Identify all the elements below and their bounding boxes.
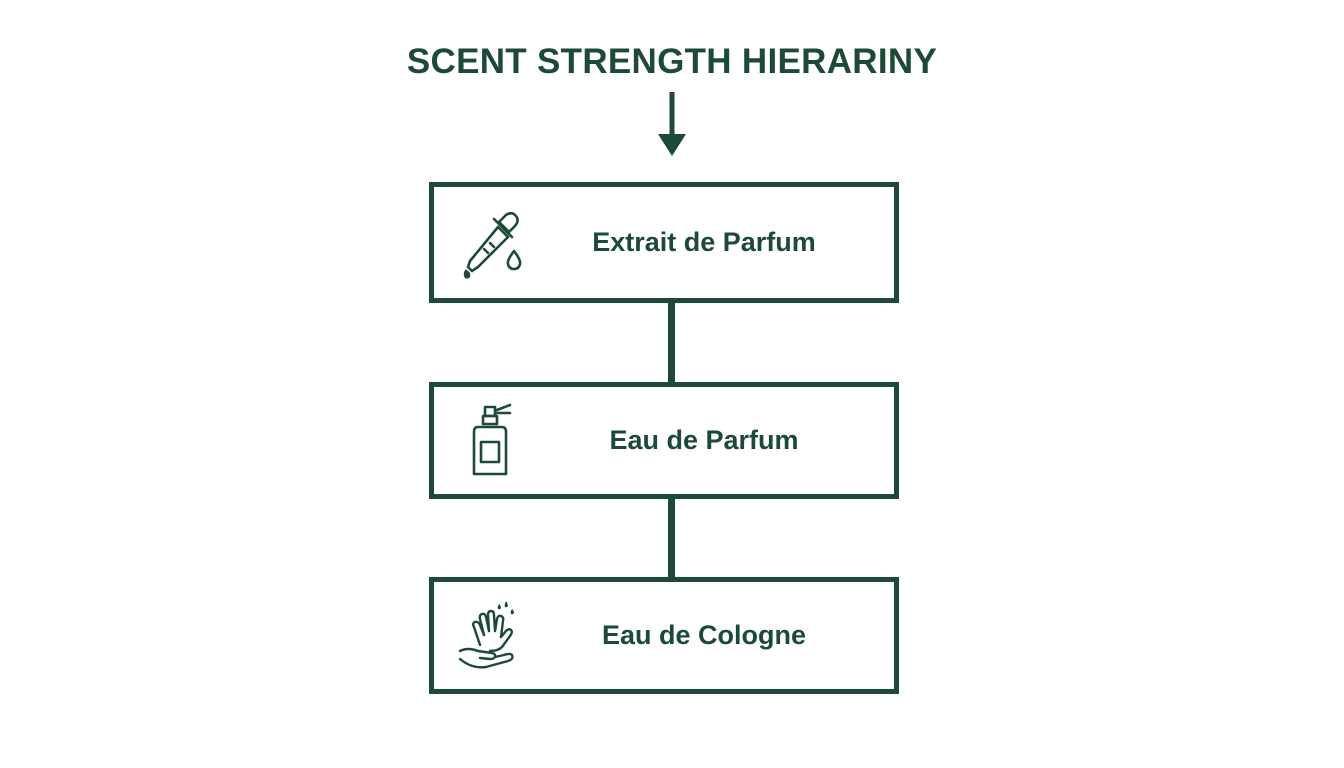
dropper-icon (463, 211, 522, 279)
level-label: Eau de Cologne (601, 620, 807, 650)
spray-bottle-icon (472, 403, 512, 476)
level-box-eau-de-parfum: Eau de Parfum (429, 382, 899, 499)
connector-line (668, 495, 675, 581)
level-label: Eau de Parfum (609, 425, 799, 455)
hand-splash-icon (458, 601, 514, 669)
level-box-extrait-de-parfum: Extrait de Parfum (429, 182, 899, 303)
diagram-title: SCENT STRENGTH HIERARINY (406, 42, 938, 81)
level-box-eau-de-cologne: Eau de Cologne (429, 577, 899, 694)
down-arrow-icon (658, 92, 686, 156)
connector-line (668, 300, 675, 386)
level-label: Extrait de Parfum (592, 227, 816, 257)
